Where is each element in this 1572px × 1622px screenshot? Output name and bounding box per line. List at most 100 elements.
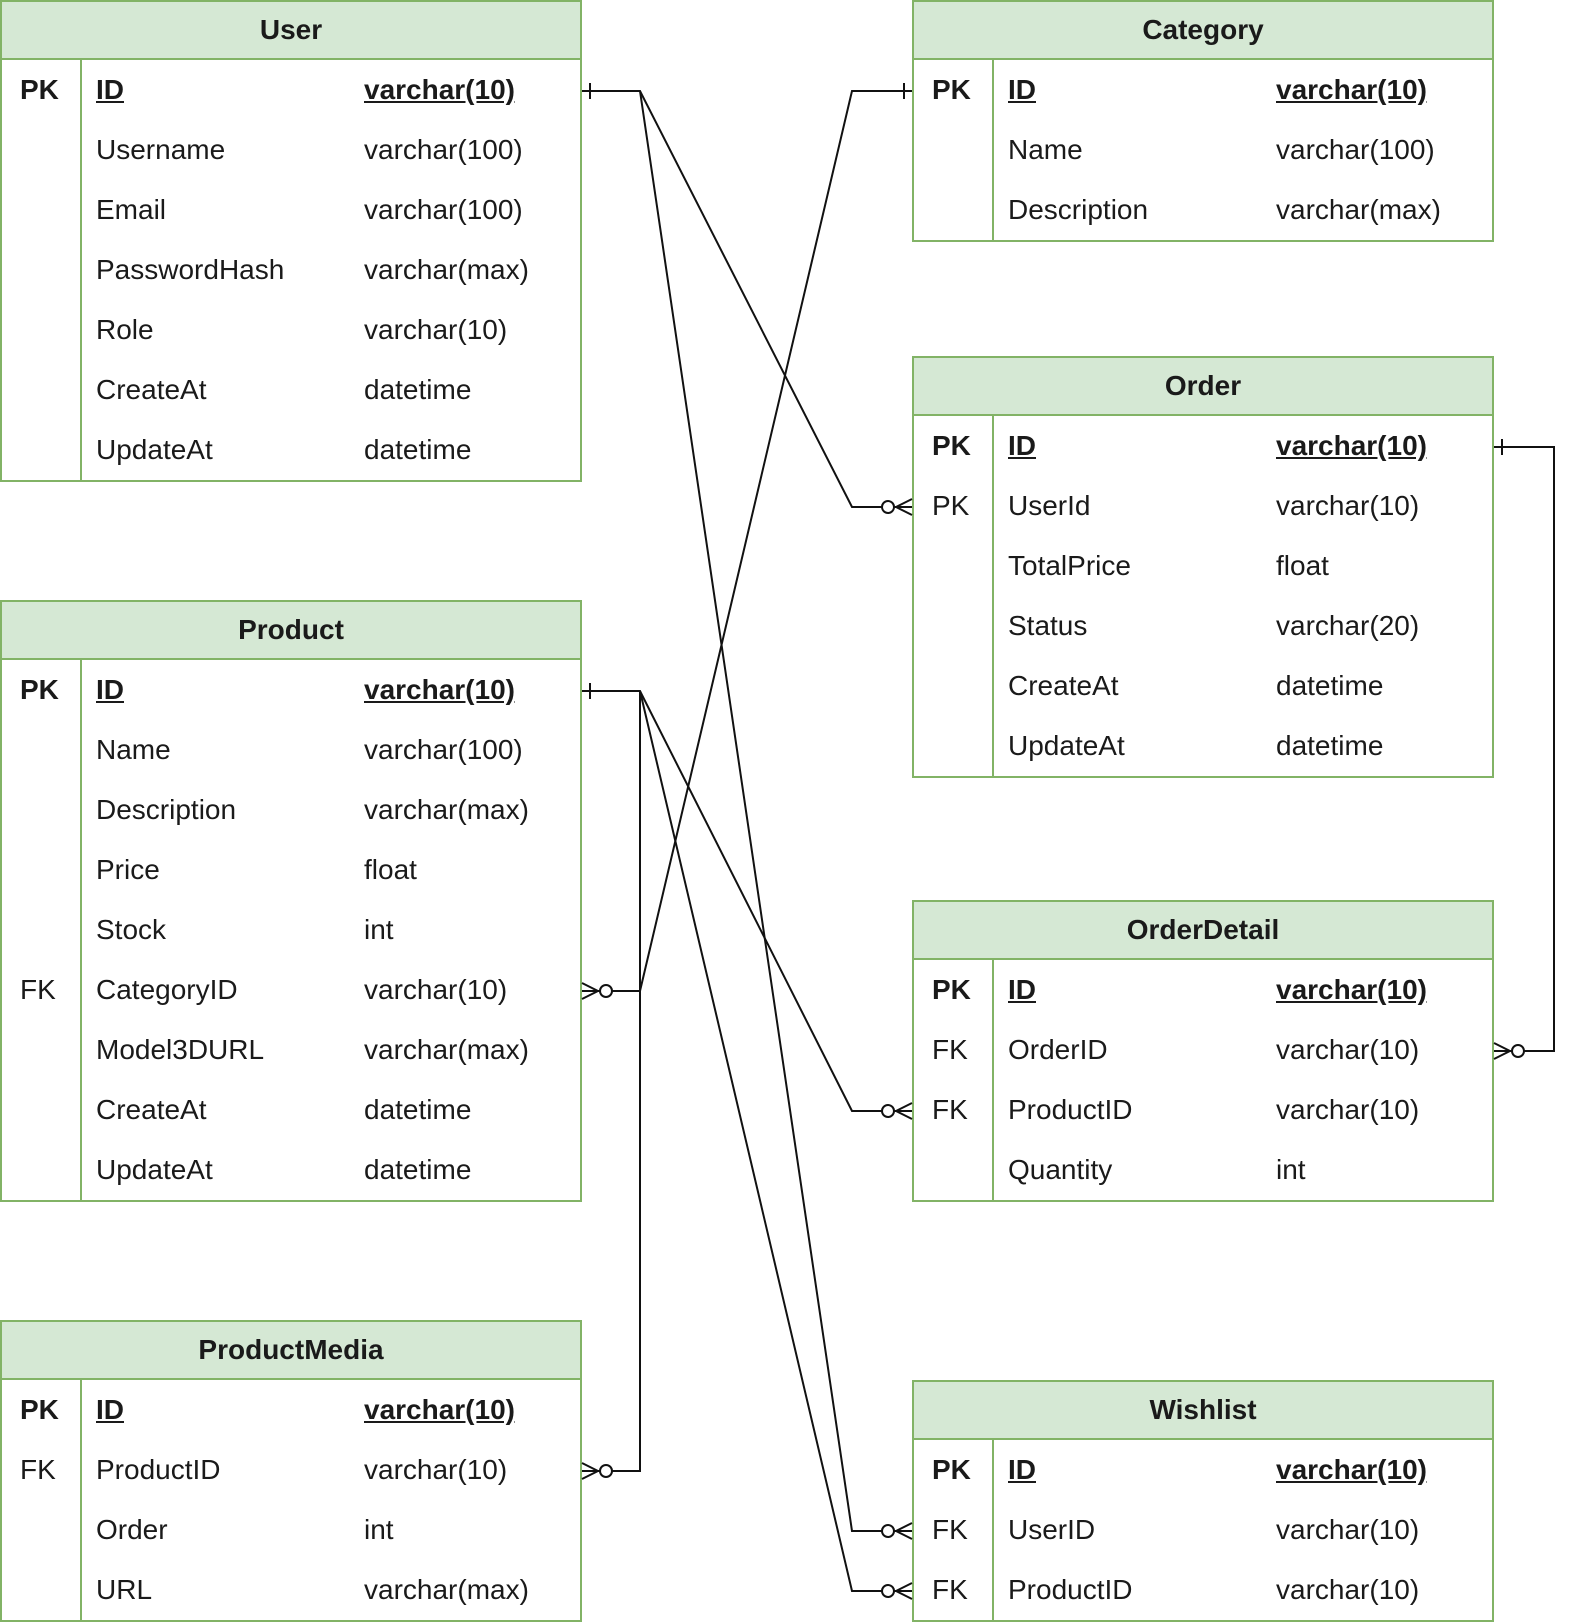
key-label: PK — [932, 974, 971, 1005]
attribute-name: CreateAt — [96, 374, 207, 405]
attribute-type: datetime — [364, 1094, 472, 1125]
attribute-row[interactable]: Name varchar(100) — [2, 720, 580, 780]
attribute-type: datetime — [364, 374, 472, 405]
attribute-type: varchar(10) — [1276, 1574, 1420, 1605]
attribute-type: varchar(10) — [1276, 430, 1427, 461]
attribute-name: ProductID — [1008, 1574, 1133, 1605]
attribute-type: float — [1276, 550, 1329, 581]
attribute-name: CreateAt — [96, 1094, 207, 1125]
key-label: FK — [20, 974, 56, 1005]
key-label: PK — [932, 430, 971, 461]
relationship-product-orderdetail — [582, 683, 913, 1120]
attribute-row[interactable]: PK ID varchar(10) — [914, 416, 1492, 476]
attribute-name: UpdateAt — [96, 434, 213, 465]
attribute-name: Name — [96, 734, 171, 765]
attribute-type: varchar(10) — [1276, 1454, 1427, 1485]
attribute-name: URL — [96, 1574, 153, 1605]
attribute-row[interactable]: CreateAt datetime — [2, 360, 580, 420]
entity-title: Category — [914, 2, 1492, 60]
attribute-name: UserID — [1008, 1514, 1096, 1545]
entity-title: Order — [914, 358, 1492, 416]
attribute-type: varchar(10) — [1276, 74, 1427, 105]
attribute-name: ProductID — [1008, 1094, 1133, 1125]
relationship-product-wishlist — [639, 690, 913, 1600]
attribute-name: ID — [96, 1394, 124, 1425]
attribute-type: varchar(10) — [364, 674, 515, 705]
attribute-name: UpdateAt — [1008, 730, 1125, 761]
attribute-row[interactable]: Description varchar(max) — [914, 180, 1492, 240]
key-column-divider — [80, 1380, 82, 1620]
attribute-row[interactable]: TotalPrice float — [914, 536, 1492, 596]
key-label: FK — [932, 1034, 968, 1065]
attribute-name: PasswordHash — [96, 254, 285, 285]
attribute-name: ID — [96, 674, 124, 705]
attribute-name: ID — [96, 74, 124, 105]
attribute-row[interactable]: URL varchar(max) — [2, 1560, 580, 1620]
relationship-product-productmedia — [581, 691, 641, 1480]
attribute-type: varchar(100) — [364, 734, 523, 765]
attribute-name: UpdateAt — [96, 1154, 213, 1185]
attribute-type: varchar(max) — [364, 1574, 529, 1605]
attribute-type: varchar(10) — [1276, 490, 1420, 521]
attribute-row[interactable]: FK OrderID varchar(10) — [914, 1020, 1492, 1080]
attribute-type: datetime — [1276, 670, 1384, 701]
attribute-name: OrderID — [1008, 1034, 1108, 1065]
attribute-name: ID — [1008, 430, 1036, 461]
attribute-type: varchar(10) — [1276, 1034, 1420, 1065]
key-label: PK — [20, 1394, 59, 1425]
relationship-category-product — [581, 83, 912, 1000]
attribute-row[interactable]: UpdateAt datetime — [2, 1140, 580, 1200]
attribute-type: float — [364, 854, 417, 885]
attribute-name: Status — [1008, 610, 1088, 641]
attribute-name: Description — [1008, 194, 1149, 225]
attribute-type: varchar(max) — [364, 794, 529, 825]
attribute-type: varchar(100) — [364, 194, 523, 225]
key-column-divider — [992, 1440, 994, 1620]
entity-title: User — [2, 2, 580, 60]
attribute-name: Name — [1008, 134, 1083, 165]
attribute-name: Role — [96, 314, 154, 345]
attribute-name: TotalPrice — [1008, 550, 1131, 581]
attribute-row[interactable]: CreateAt datetime — [2, 1080, 580, 1140]
attribute-type: varchar(max) — [1276, 194, 1441, 225]
attribute-type: varchar(10) — [1276, 1514, 1420, 1545]
attribute-name: ID — [1008, 974, 1036, 1005]
entity-title: ProductMedia — [2, 1322, 580, 1380]
attribute-type: varchar(10) — [364, 1454, 508, 1485]
attribute-type: datetime — [364, 1154, 472, 1185]
